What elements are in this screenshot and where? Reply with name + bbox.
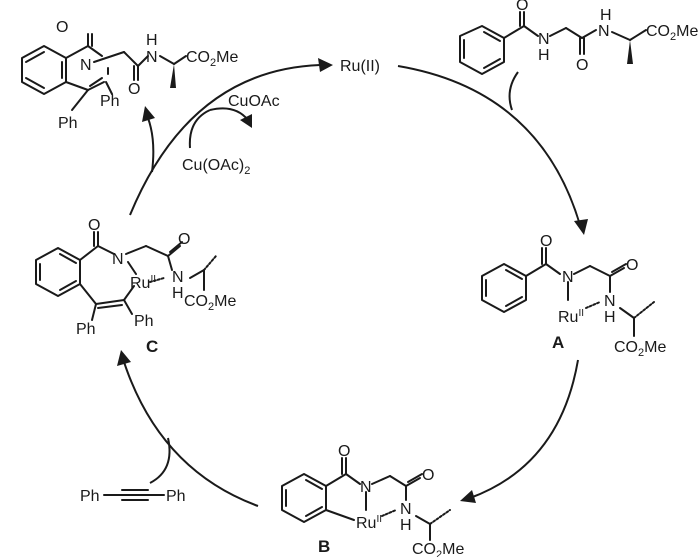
substrate-h-1: H bbox=[538, 47, 550, 64]
C-n-1: N bbox=[112, 251, 124, 268]
arrow-head-product bbox=[142, 106, 155, 122]
B-n-2: N bbox=[400, 501, 412, 518]
C-carbonyl-o-2: O bbox=[178, 231, 190, 248]
product-ester: CO2Me bbox=[186, 49, 238, 69]
B-carbonyl-o-2: O bbox=[422, 467, 434, 484]
B-h-2: H bbox=[400, 517, 412, 534]
C-n-2: N bbox=[172, 269, 184, 286]
catalyst-label: Ru(II) bbox=[340, 58, 380, 75]
substrate-n-2: N bbox=[598, 23, 610, 40]
arrow-product-release bbox=[147, 117, 155, 173]
B-n-1: N bbox=[360, 479, 372, 496]
arrow-head-cuoac bbox=[240, 114, 252, 128]
substrate-n-1: N bbox=[538, 31, 550, 48]
A-carbonyl-o-2: O bbox=[626, 257, 638, 274]
arrow-to-C bbox=[123, 361, 259, 507]
arrow-to-A bbox=[397, 65, 581, 226]
arrow-regeneration bbox=[129, 64, 321, 216]
substrate-structure bbox=[459, 11, 647, 75]
label-B: B bbox=[318, 537, 330, 556]
arrow-head-C bbox=[117, 350, 131, 366]
product-carbonyl-o: O bbox=[56, 19, 68, 36]
product-ph-4: Ph bbox=[58, 115, 78, 132]
B-ruthenium: RuII bbox=[356, 514, 382, 532]
substrate-carbonyl-o-1: O bbox=[516, 0, 528, 14]
A-ester: CO2Me bbox=[614, 339, 666, 359]
substrate-ester: CO2Me bbox=[646, 23, 698, 43]
C-ph-1: Ph bbox=[76, 321, 96, 338]
intermediate-C-structure bbox=[35, 231, 217, 321]
arrow-cuoac2-in bbox=[188, 109, 211, 149]
arrow-substrate-in bbox=[508, 71, 519, 111]
A-n-2: N bbox=[604, 293, 616, 310]
intermediate-B-structure bbox=[281, 457, 451, 541]
product-amide-h: H bbox=[146, 32, 158, 49]
arrow-alkyne-in bbox=[149, 437, 171, 484]
C-ester: CO2Me bbox=[184, 293, 236, 313]
C-ph-2: Ph bbox=[134, 313, 154, 330]
A-n-1: N bbox=[562, 269, 574, 286]
label-A: A bbox=[552, 333, 564, 352]
C-ruthenium: RuII bbox=[130, 274, 156, 292]
A-h-2: H bbox=[604, 309, 616, 326]
substrate-h-2: H bbox=[600, 7, 612, 24]
alkyne-ph-left: Ph bbox=[80, 488, 100, 505]
B-carbonyl-o-1: O bbox=[338, 443, 350, 460]
arrow-cuoac-out bbox=[209, 107, 249, 121]
B-ester: CO2Me bbox=[412, 541, 464, 557]
C-carbonyl-o-1: O bbox=[88, 217, 100, 234]
product-ring-n: N bbox=[80, 57, 92, 74]
product-structure bbox=[21, 33, 187, 111]
product-amide-o: O bbox=[128, 81, 140, 98]
product-amide-n: N bbox=[146, 49, 158, 66]
substrate-carbonyl-o-2: O bbox=[576, 57, 588, 74]
arrow-head-B bbox=[460, 490, 476, 503]
alkyne-ph-right: Ph bbox=[166, 488, 186, 505]
arrow-head-A bbox=[574, 219, 588, 235]
A-ruthenium: RuII bbox=[558, 308, 584, 326]
product-ph-3: Ph bbox=[100, 93, 120, 110]
oxidant-cuoac2: Cu(OAc)2 bbox=[182, 157, 250, 177]
diphenylacetylene bbox=[103, 489, 165, 501]
byproduct-cuoac: CuOAc bbox=[228, 93, 280, 110]
A-carbonyl-o-1: O bbox=[540, 233, 552, 250]
C-h-2: H bbox=[172, 285, 184, 302]
arrow-head-regeneration bbox=[318, 58, 333, 72]
intermediate-A-structure bbox=[481, 247, 655, 337]
label-C: C bbox=[146, 337, 158, 356]
arrow-to-B bbox=[469, 359, 579, 499]
